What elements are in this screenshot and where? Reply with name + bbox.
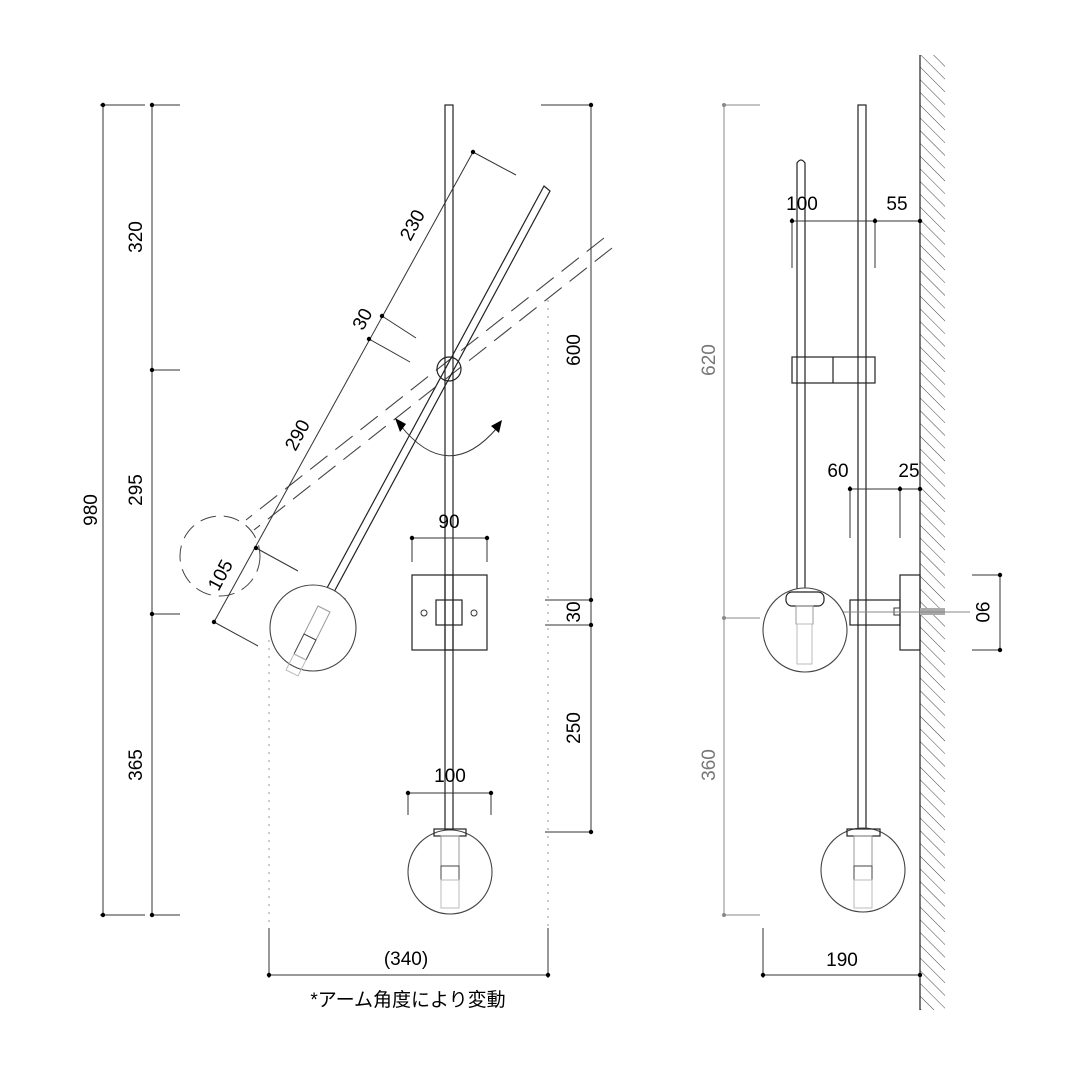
pole-lower-label: 250: [564, 712, 585, 744]
wall: [919, 55, 945, 1010]
bracket-depth-label: 60: [827, 461, 848, 482]
total-depth-label: 190: [826, 950, 858, 971]
arm-globe-lamp-side: [762, 587, 848, 673]
bracket-depth-dimension: 60 25: [827, 461, 923, 538]
globe-width-label: 100: [434, 766, 466, 787]
middle-height-label: 295: [126, 474, 147, 506]
pole-height-dimension: 600 30 250: [541, 102, 594, 835]
segment-height-dimension: 320 295 365: [126, 102, 180, 918]
lower-height-label: 360: [699, 749, 720, 781]
clamp: [791, 356, 876, 384]
pole-upper-label: 600: [564, 334, 585, 366]
lower-globe-lamp: 100: [405, 766, 494, 915]
pivot-joint: [436, 356, 462, 382]
side-height-dimension: 620 360: [699, 103, 760, 917]
plate-height-label: 90: [971, 601, 992, 622]
upper-height-label: 320: [126, 221, 147, 253]
lower-globe-lamp-side: [820, 827, 906, 913]
plate-height-dimension: 90: [971, 572, 1003, 653]
wall-plate: 90: [409, 512, 490, 651]
span-dimension: (340) *アーム角度により変動: [266, 928, 551, 1011]
upper-height-label: 620: [699, 344, 720, 376]
offset-dimension: 100 55: [786, 194, 923, 268]
pole: [444, 104, 454, 831]
total-depth-dimension: 190: [760, 928, 923, 978]
rear-pole: [857, 104, 867, 831]
alternate-arm-position: [179, 237, 613, 597]
wall-bracket: [740, 574, 970, 651]
total-height-dimension: 980: [81, 102, 145, 918]
plate-width-label: 90: [438, 512, 459, 533]
arm-globe-lamp: [269, 584, 357, 677]
side-view: 620 360 100 55 60 25: [699, 55, 1003, 1010]
arm-gap-label: 30: [349, 305, 377, 334]
arm: [313, 185, 551, 607]
span-label: (340): [384, 949, 428, 970]
arm-length-dimension: 230 30 290 105: [204, 149, 517, 647]
lower-height-label: 365: [126, 749, 147, 781]
arm-pole: [796, 159, 806, 591]
arm-offset-label: 100: [786, 194, 818, 215]
wall-offset-label: 55: [886, 194, 907, 215]
rotation-arrow-icon: [395, 418, 502, 457]
total-height-label: 980: [81, 494, 102, 526]
angle-note: *アーム角度により変動: [310, 989, 505, 1011]
front-view: 980 320 295 365: [81, 102, 613, 1011]
plate-gap-label: 30: [564, 601, 585, 622]
plate-depth-label: 25: [898, 461, 919, 482]
